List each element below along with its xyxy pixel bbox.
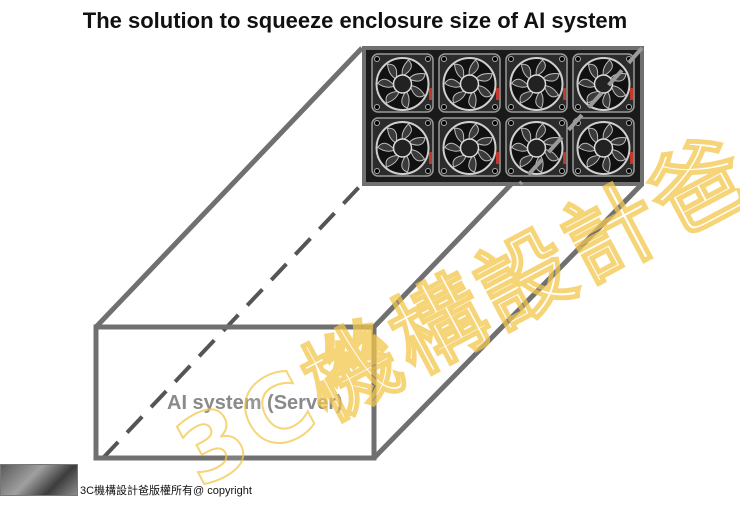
footer-copyright: 3C機構設計爸版權所有@ copyright xyxy=(80,485,252,497)
enclosure-diagram xyxy=(93,46,644,461)
cooling-fan-icon xyxy=(572,53,635,113)
server-label: AI system (Server) xyxy=(167,392,343,414)
cooling-fan-icon xyxy=(371,117,434,177)
front-face xyxy=(93,324,377,461)
footer-thumbnail xyxy=(0,464,78,496)
hidden-edge xyxy=(101,182,364,460)
bottom-right-edge xyxy=(372,182,644,460)
fan-diagonal xyxy=(518,46,644,186)
cooling-fan-icon xyxy=(438,117,501,177)
top-left-edge xyxy=(94,46,364,329)
cooling-fan-icon xyxy=(438,53,501,113)
cooling-fan-icon xyxy=(572,117,635,177)
cooling-fan-icon xyxy=(371,53,434,113)
fan-array xyxy=(371,53,635,177)
cooling-fan-icon xyxy=(505,53,568,113)
page-title: The solution to squeeze enclosure size o… xyxy=(82,8,628,33)
